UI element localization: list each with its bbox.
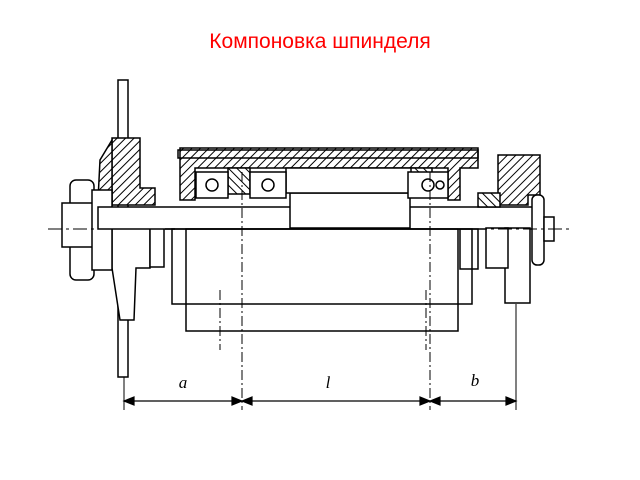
spindle-body-outline xyxy=(171,228,479,332)
dimension-b-label: b xyxy=(471,371,480,390)
dimension-b xyxy=(428,396,518,406)
dimension-l xyxy=(240,396,432,406)
dimension-l-label: l xyxy=(326,373,331,392)
spindle-housing xyxy=(177,147,479,201)
right-bearing xyxy=(407,171,449,199)
spindle-shaft xyxy=(97,192,539,230)
left-bearing xyxy=(195,171,287,199)
dimension-a-label: a xyxy=(179,373,188,392)
slide-title: Компоновка шпинделя xyxy=(209,30,431,53)
dimension-a xyxy=(122,396,244,406)
left-nut xyxy=(61,179,165,281)
